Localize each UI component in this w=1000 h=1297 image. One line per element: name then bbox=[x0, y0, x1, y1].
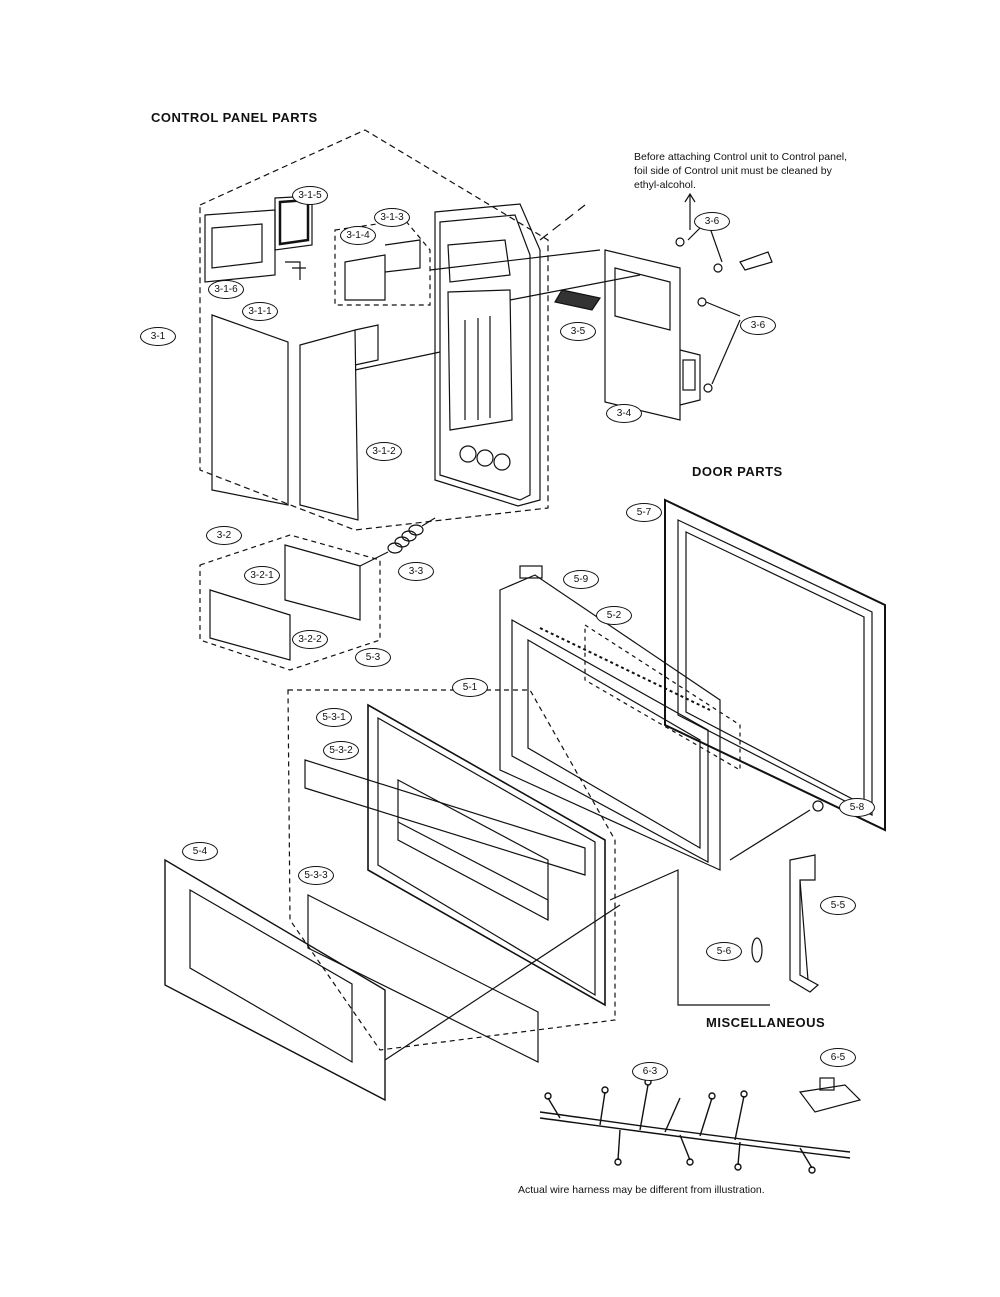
note-arrow bbox=[684, 192, 696, 203]
callout-5-8: 5-8 bbox=[839, 798, 875, 817]
callout-3-4: 3-4 bbox=[606, 404, 642, 423]
callout-5-3-3: 5-3-3 bbox=[298, 866, 334, 885]
callout-3-2: 3-2 bbox=[206, 526, 242, 545]
callout-5-4: 5-4 bbox=[182, 842, 218, 861]
leader-line bbox=[429, 249, 601, 271]
harness-note: Actual wire harness may be different fro… bbox=[518, 1184, 765, 1196]
callout-3-1-4: 3-1-4 bbox=[340, 226, 376, 245]
group-boundary-32 bbox=[199, 534, 381, 671]
strip-part-532 bbox=[304, 759, 586, 876]
callout-3-1-1: 3-1-1 bbox=[242, 302, 278, 321]
spring-part bbox=[359, 517, 436, 567]
bracket-part bbox=[344, 239, 421, 301]
control-unit-part bbox=[604, 249, 701, 421]
control-panel-group-boundary bbox=[199, 129, 549, 531]
callout-6-3: 6-3 bbox=[632, 1062, 668, 1081]
callout-3-2-2: 3-2-2 bbox=[292, 630, 328, 649]
membrane-sheet-312 bbox=[299, 329, 359, 521]
sheet-tab bbox=[354, 324, 379, 366]
door-screw bbox=[812, 800, 824, 812]
connector-part bbox=[798, 1077, 862, 1113]
door-frame-part bbox=[664, 498, 886, 832]
control-panel-frame bbox=[434, 203, 586, 507]
control-unit-note: Before attaching Control unit to Control… bbox=[634, 151, 848, 191]
callout-3-5: 3-5 bbox=[560, 322, 596, 341]
door-glass-part bbox=[164, 858, 386, 1102]
callout-3-1-3: 3-1-3 bbox=[374, 208, 410, 227]
door-group-boundary bbox=[287, 689, 616, 1051]
callout-3-3: 3-3 bbox=[398, 562, 434, 581]
callout-5-1: 5-1 bbox=[452, 678, 488, 697]
callout-5-7: 5-7 bbox=[626, 503, 662, 522]
callout-3-2-1: 3-2-1 bbox=[244, 566, 280, 585]
leader-line bbox=[384, 904, 621, 1061]
strip-part-35 bbox=[554, 289, 601, 311]
part-321 bbox=[284, 544, 361, 621]
strip-part-533 bbox=[307, 894, 539, 1063]
latch-part bbox=[751, 854, 820, 993]
callout-3-1: 3-1 bbox=[140, 327, 176, 346]
leader-line bbox=[729, 809, 811, 861]
door-panel-part bbox=[499, 565, 721, 871]
callout-3-1-2: 3-1-2 bbox=[366, 442, 402, 461]
door-outer-part bbox=[367, 703, 606, 1007]
callout-6-5: 6-5 bbox=[820, 1048, 856, 1067]
wire-harness-part bbox=[539, 1078, 851, 1174]
callout-5-2: 5-2 bbox=[596, 606, 632, 625]
screws-part bbox=[675, 227, 773, 393]
leader-line bbox=[354, 351, 441, 371]
door-section-title: DOOR PARTS bbox=[692, 464, 783, 479]
callout-3-1-6: 3-1-6 bbox=[208, 280, 244, 299]
callout-3-6-top: 3-6 bbox=[694, 212, 730, 231]
membrane-sheet-311 bbox=[211, 314, 289, 506]
control-panel-section-title: CONTROL PANEL PARTS bbox=[151, 110, 318, 125]
callout-5-9: 5-9 bbox=[563, 570, 599, 589]
callout-3-6-right: 3-6 bbox=[740, 316, 776, 335]
display-window-part bbox=[204, 195, 313, 283]
callout-5-3-2: 5-3-2 bbox=[323, 741, 359, 760]
misc-section-title: MISCELLANEOUS bbox=[706, 1015, 826, 1030]
callout-5-3-1: 5-3-1 bbox=[316, 708, 352, 727]
leader-line bbox=[509, 274, 641, 301]
callout-5-6: 5-6 bbox=[706, 942, 742, 961]
part-322 bbox=[209, 589, 291, 661]
callout-5-5: 5-5 bbox=[820, 896, 856, 915]
choke-part bbox=[584, 623, 741, 772]
leader-line bbox=[609, 869, 770, 1006]
callout-3-1-5: 3-1-5 bbox=[292, 186, 328, 205]
callout-5-3: 5-3 bbox=[355, 648, 391, 667]
